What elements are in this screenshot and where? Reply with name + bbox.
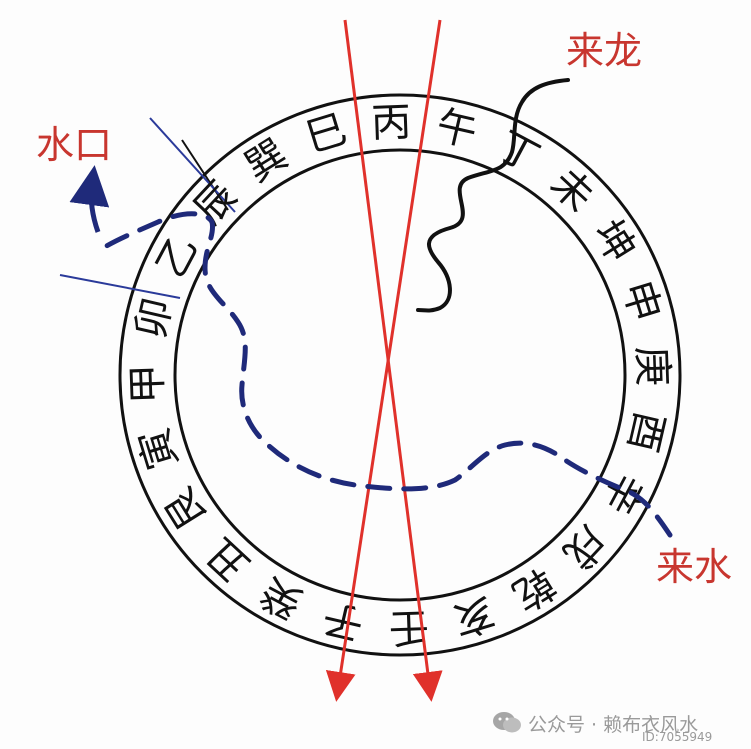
shuikou-tick-lower	[59, 274, 181, 299]
stem-17: 丑	[198, 529, 259, 590]
stem-11: 戌	[554, 517, 615, 578]
shuikou-arrow	[69, 165, 110, 233]
inner-ring	[173, 148, 627, 602]
stem-7: 申	[613, 275, 669, 327]
stem-3: 午	[432, 103, 481, 157]
stem-21: 卯	[128, 294, 182, 343]
label-shuikou: 水口	[36, 123, 113, 167]
stem-1: 巳	[300, 106, 352, 162]
stem-8: 庚	[628, 345, 675, 387]
shuikou-tick-upper	[149, 117, 236, 213]
stem-15: 子	[319, 594, 368, 648]
outer-ring	[118, 93, 682, 657]
label-lailong: 来龙	[566, 29, 643, 73]
watermark-id: ID:7055949	[642, 730, 713, 744]
axis-line-b	[325, 19, 442, 702]
label-laishui: 来水	[656, 545, 733, 589]
watermark-account: 公众号 · 赖布衣风水	[528, 714, 699, 736]
stem-13: 亥	[448, 588, 500, 644]
stem-20: 甲	[125, 363, 172, 405]
wechat-icon	[493, 712, 521, 733]
watermark: 公众号 · 赖布衣风水 ID:7055949	[492, 704, 747, 744]
dragon-line	[416, 78, 570, 313]
stem-19: 寅	[131, 423, 187, 475]
stem-23: 辰	[185, 173, 246, 234]
stem-9: 酉	[619, 407, 673, 456]
divider-line	[181, 139, 229, 211]
water-path	[97, 211, 673, 538]
stem-5: 未	[542, 160, 603, 221]
stems-ring: 巽巳丙午丁未坤申庚酉辛戌乾亥壬子癸丑艮寅甲卯乙辰	[125, 100, 676, 651]
stem-2: 丙	[370, 100, 412, 147]
